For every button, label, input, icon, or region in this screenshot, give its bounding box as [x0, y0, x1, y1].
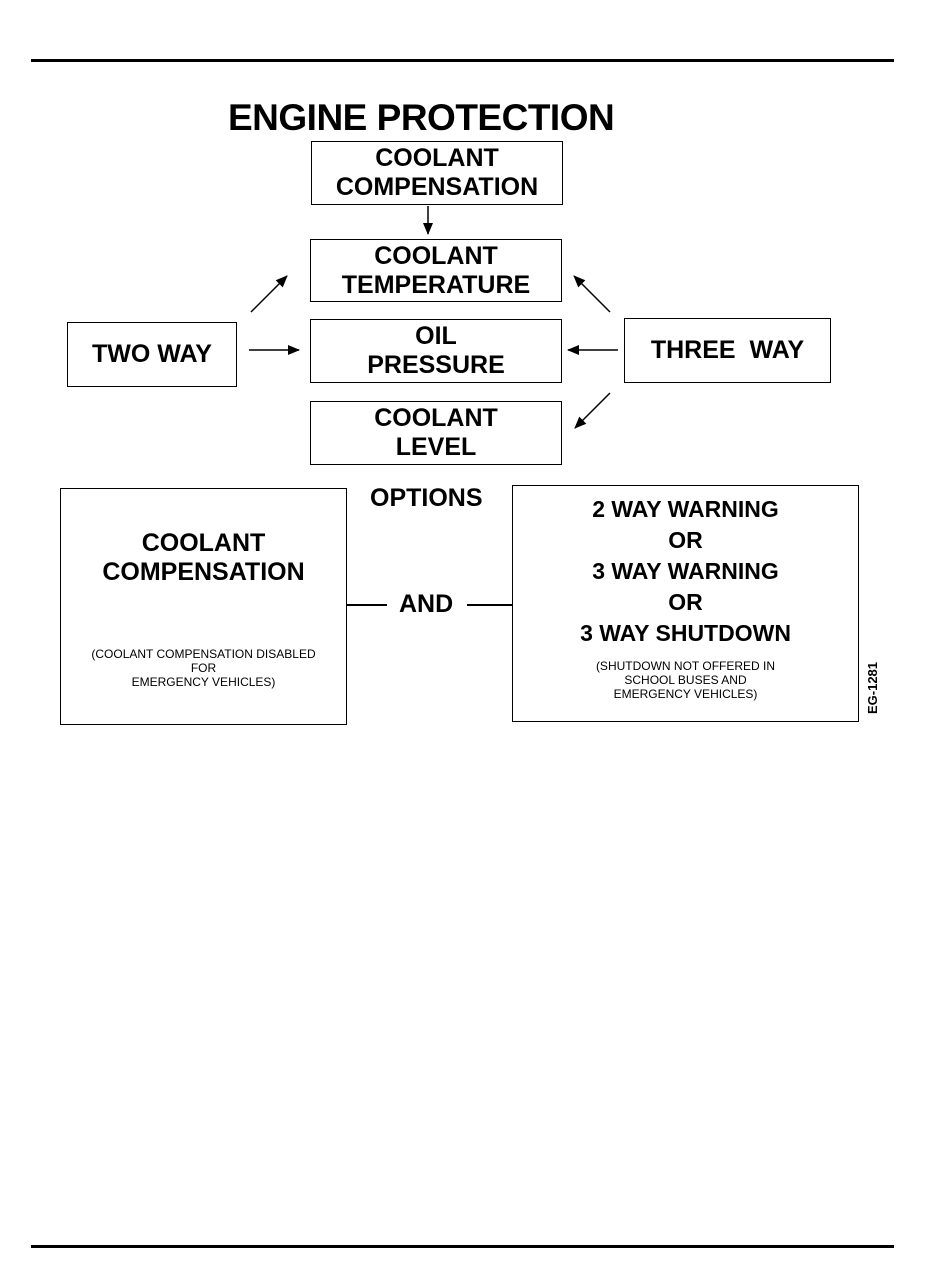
coolant-temperature-box: COOLANT TEMPERATURE [310, 239, 562, 302]
and-label: AND [399, 590, 454, 618]
diagram-title: ENGINE PROTECTION [228, 97, 615, 138]
and-connector-right [467, 604, 512, 606]
arrow-three-way-to-level [574, 392, 611, 429]
options-left-box: COOLANT COMPENSATION (COOLANT COMPENSATI… [60, 488, 347, 725]
and-connector-left [347, 604, 387, 606]
coolant-compensation-box: COOLANT COMPENSATION [311, 141, 563, 205]
three-way-box: THREE WAY [624, 318, 831, 383]
two-way-box: TWO WAY [67, 322, 237, 387]
options-heading: OPTIONS [370, 484, 483, 512]
coolant-level-box: COOLANT LEVEL [310, 401, 562, 465]
bottom-rule [31, 1245, 894, 1248]
oil-pressure-box: OIL PRESSURE [310, 319, 562, 383]
arrow-three-way-to-temp [573, 275, 611, 313]
top-rule [31, 59, 894, 62]
options-right-box: 2 WAY WARNING OR 3 WAY WARNING OR 3 WAY … [512, 485, 859, 722]
arrow-two-way-to-temp [250, 275, 288, 313]
figure-code: EG-1281 [865, 661, 881, 715]
